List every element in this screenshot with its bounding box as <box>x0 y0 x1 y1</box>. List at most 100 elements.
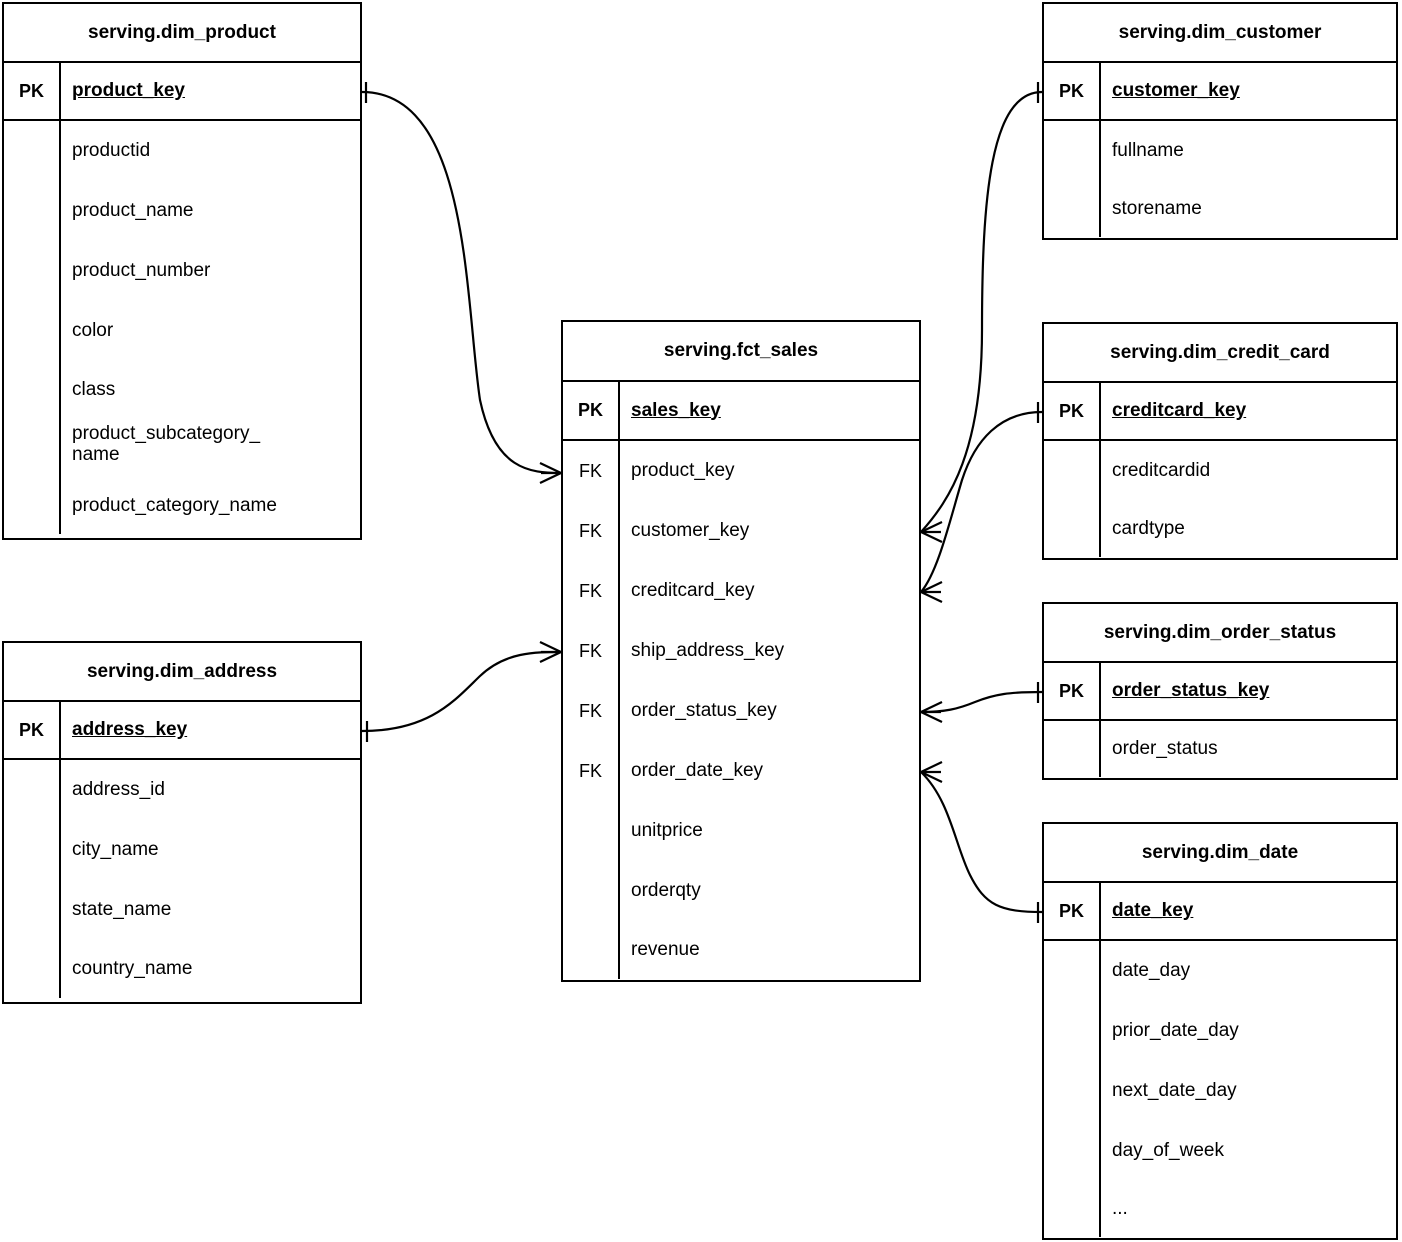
fk-tag <box>563 861 618 921</box>
field-item: country_name <box>72 958 193 980</box>
field-item: order_date_key <box>631 760 764 782</box>
field-item: city_name <box>72 839 159 861</box>
field-item: storename <box>1112 198 1202 220</box>
pk-field-dim-address: address_key <box>72 719 188 740</box>
pk-field-dim-customer: customer_key <box>1112 80 1240 101</box>
entity-dim-credit-card[interactable]: serving.dim_credit_card PK creditcard_ke… <box>1042 322 1398 560</box>
key-column-dim-date <box>1044 941 1101 1237</box>
fields-dim-order-status: order_status <box>1044 721 1396 777</box>
fk-tag <box>563 921 618 979</box>
field-item: product_name <box>72 200 194 222</box>
pk-row-fct-sales: PK sales_key <box>563 380 919 441</box>
pk-row-dim-address: PK address_key <box>4 700 360 760</box>
field-column-dim-date: date_day prior_date_day next_date_day da… <box>1101 941 1396 1237</box>
field-item: orderqty <box>631 880 701 902</box>
field-column-dim-customer: fullname storename <box>1101 121 1396 237</box>
field-item: order_status <box>1112 738 1218 760</box>
crowsfoot-date <box>920 761 943 783</box>
fields-fct-sales: FK FK FK FK FK FK product_key customer_k… <box>563 441 919 979</box>
crowsfoot-address <box>539 641 562 663</box>
field-item: creditcard_key <box>631 580 755 602</box>
pk-tag-dim-date: PK <box>1044 883 1101 939</box>
key-column-dim-address <box>4 760 61 998</box>
fields-dim-address: address_id city_name state_name country_… <box>4 760 360 998</box>
entity-fct-sales[interactable]: serving.fct_sales PK sales_key FK FK FK … <box>561 320 921 982</box>
key-column-dim-customer <box>1044 121 1101 237</box>
field-item: productid <box>72 140 151 162</box>
pk-row-dim-product: PK product_key <box>4 61 360 121</box>
field-item: ... <box>1112 1198 1128 1220</box>
fk-tag: FK <box>578 520 602 541</box>
entity-title-dim-product: serving.dim_product <box>88 21 276 43</box>
fields-dim-customer: fullname storename <box>1044 121 1396 237</box>
pk-field-dim-date: date_key <box>1112 900 1194 921</box>
crowsfoot-customer <box>920 521 943 543</box>
field-item: unitprice <box>631 820 703 842</box>
pk-row-dim-order-status: PK order_status_key <box>1044 661 1396 721</box>
pk-row-dim-customer: PK customer_key <box>1044 61 1396 121</box>
field-item: order_status_key <box>631 700 777 722</box>
field-item: ship_address_key <box>631 640 785 662</box>
field-item: customer_key <box>631 520 750 542</box>
relationship-address <box>361 641 562 742</box>
fk-tag: FK <box>578 760 602 781</box>
crowsfoot-orderstatus <box>920 701 943 723</box>
fk-tag: FK <box>578 460 602 481</box>
field-item: product_key <box>631 460 735 482</box>
pk-field-dim-order-status: order_status_key <box>1112 680 1270 701</box>
relationship-orderstatus <box>920 682 1043 723</box>
crowsfoot-product <box>539 462 562 484</box>
entity-dim-date[interactable]: serving.dim_date PK date_key date_day pr… <box>1042 822 1398 1240</box>
key-column-dim-product <box>4 121 61 534</box>
field-item: prior_date_day <box>1112 1020 1239 1042</box>
entity-dim-customer[interactable]: serving.dim_customer PK customer_key ful… <box>1042 2 1398 240</box>
entity-title-dim-credit-card: serving.dim_credit_card <box>1110 341 1330 363</box>
relationship-date <box>920 761 1043 923</box>
field-item: revenue <box>631 939 700 961</box>
pk-tag-dim-customer: PK <box>1044 63 1101 119</box>
pk-tag-dim-product: PK <box>4 63 61 119</box>
fk-tag: FK <box>578 580 602 601</box>
entity-title-dim-address: serving.dim_address <box>86 660 278 682</box>
field-item: fullname <box>1112 140 1184 162</box>
fields-dim-date: date_day prior_date_day next_date_day da… <box>1044 941 1396 1237</box>
relationship-creditcard <box>920 402 1043 603</box>
relationship-customer <box>920 82 1043 543</box>
field-item: product_category_name <box>72 494 277 516</box>
field-column-dim-address: address_id city_name state_name country_… <box>61 760 360 998</box>
entity-dim-order-status[interactable]: serving.dim_order_status PK order_status… <box>1042 602 1398 780</box>
pk-row-dim-date: PK date_key <box>1044 881 1396 941</box>
field-item: next_date_day <box>1112 1080 1237 1102</box>
entity-dim-product[interactable]: serving.dim_product PK product_key produ… <box>2 2 362 540</box>
fk-tag <box>563 801 618 861</box>
entity-title-dim-date: serving.dim_date <box>1141 841 1299 863</box>
field-item: product_number <box>72 260 211 282</box>
field-item: product_subcategory_ name <box>72 423 261 466</box>
field-column-fct-sales: product_key customer_key creditcard_key … <box>620 441 919 979</box>
fk-tag: FK <box>578 640 602 661</box>
key-column-dim-order-status <box>1044 721 1101 777</box>
entity-title-dim-order-status: serving.dim_order_status <box>1103 621 1337 643</box>
field-item: cardtype <box>1112 518 1185 540</box>
field-item: creditcardid <box>1112 460 1211 482</box>
entity-title-dim-customer: serving.dim_customer <box>1118 21 1322 43</box>
pk-field-fct-sales: sales_key <box>631 399 721 421</box>
field-column-dim-credit-card: creditcardid cardtype <box>1101 441 1396 557</box>
key-column-fct-sales: FK FK FK FK FK FK <box>563 441 620 979</box>
field-column-dim-order-status: order_status <box>1101 721 1396 777</box>
pk-tag-dim-credit-card: PK <box>1044 383 1101 439</box>
relationship-product <box>361 82 562 484</box>
pk-tag-dim-order-status: PK <box>1044 663 1101 719</box>
key-column-dim-credit-card <box>1044 441 1101 557</box>
field-item: date_day <box>1112 960 1191 982</box>
pk-tag-dim-address: PK <box>4 702 61 758</box>
pk-row-dim-credit-card: PK creditcard_key <box>1044 381 1396 441</box>
fields-dim-credit-card: creditcardid cardtype <box>1044 441 1396 557</box>
field-item: day_of_week <box>1112 1140 1224 1162</box>
field-column-dim-product: productid product_name product_number co… <box>61 121 360 534</box>
fields-dim-product: productid product_name product_number co… <box>4 121 360 534</box>
entity-dim-address[interactable]: serving.dim_address PK address_key addre… <box>2 641 362 1004</box>
field-item: state_name <box>72 899 172 921</box>
fk-tag: FK <box>578 700 602 721</box>
